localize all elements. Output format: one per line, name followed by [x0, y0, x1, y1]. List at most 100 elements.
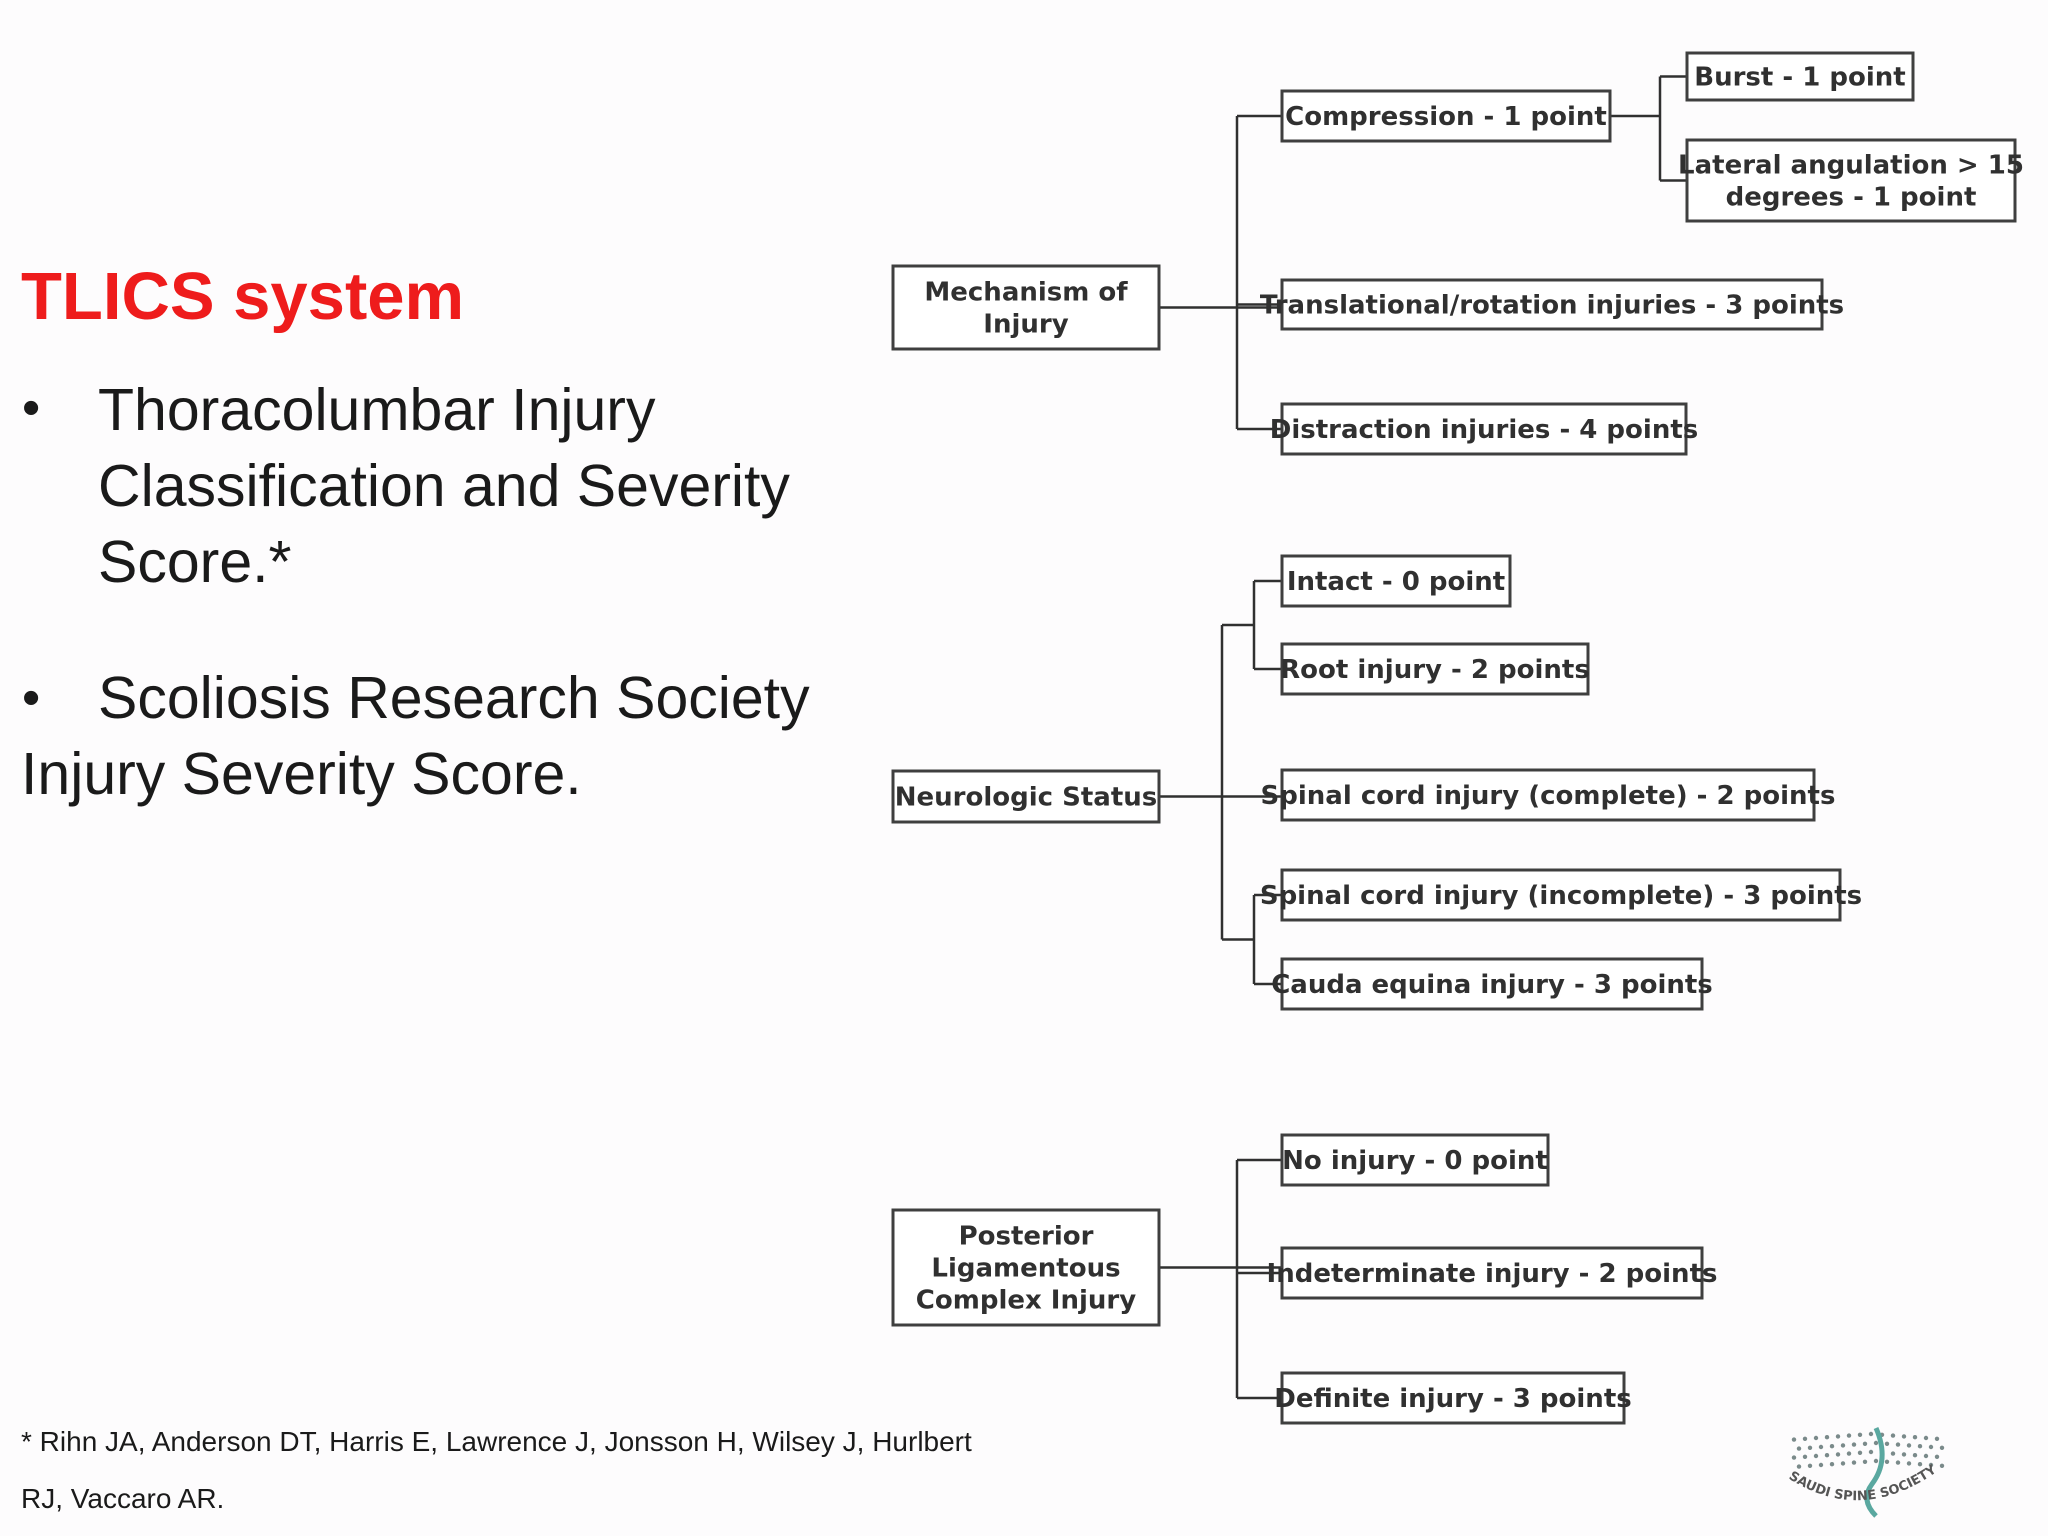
logo-dot-pattern [1791, 1431, 1945, 1469]
logo-dot [1857, 1450, 1863, 1455]
node-label: Intact - 0 point [1287, 567, 1505, 597]
node-cord-incomplete: Spinal cord injury (incomplete) - 3 poin… [1260, 868, 1862, 922]
node-label: Compression - 1 point [1285, 102, 1607, 132]
node-translational: Translational/rotation injuries - 3 poin… [1260, 278, 1844, 331]
bullet-1-line-3: Score.* [98, 529, 292, 595]
logo-dot [1807, 1463, 1813, 1468]
logo-dot [1840, 1443, 1846, 1448]
node-burst: Burst - 1 point [1685, 51, 1915, 102]
node-no-injury: No injury - 0 point [1280, 1133, 1550, 1187]
node-indeterminate: Indeterminate injury - 2 points [1267, 1246, 1717, 1300]
node-label: Distraction injuries - 4 points [1270, 415, 1698, 445]
node-distraction: Distraction injuries - 4 points [1270, 402, 1698, 456]
logo-dot [1791, 1437, 1797, 1442]
node-label: Burst - 1 point [1694, 63, 1905, 93]
logo-dot [1884, 1441, 1890, 1446]
logo-dot [1890, 1433, 1896, 1438]
logo-dot [1934, 1436, 1940, 1441]
svg-text:SAUDI SPINE SOCIETY: SAUDI SPINE SOCIETY [1786, 1462, 1940, 1504]
logo-dot [1939, 1445, 1945, 1450]
logo-dot [1829, 1444, 1835, 1449]
logo-dot [1807, 1445, 1813, 1450]
logo-dot [1846, 1451, 1852, 1456]
logo-dot [1818, 1462, 1824, 1468]
node-label: Neurologic Status [895, 783, 1157, 813]
node-intact: Intact - 0 point [1280, 554, 1512, 608]
slide-title: TLICS system [21, 259, 465, 334]
logo-dot [1901, 1434, 1907, 1439]
bullet-marker: • [22, 669, 41, 727]
node-box [1280, 402, 1688, 456]
logo-spine-mark [1864, 1426, 1885, 1518]
logo-dot [1917, 1462, 1923, 1467]
bullet-marker: • [22, 379, 41, 437]
reference-line-2: RJ, Vaccaro AR. [21, 1483, 225, 1514]
logo-dot [1802, 1454, 1808, 1459]
logo-dot [1851, 1442, 1857, 1447]
node-box [1685, 51, 1915, 102]
logo-dot [1862, 1441, 1868, 1446]
node-box [1280, 1246, 1704, 1300]
node-label: Definite injury - 3 points [1274, 1384, 1631, 1414]
logo-dot [1818, 1444, 1824, 1450]
node-box [891, 1208, 1161, 1327]
logo-dot [1895, 1442, 1901, 1447]
bullet-1-line-2: Classification and Severity [98, 453, 790, 519]
node-label: Translational/rotation injuries - 3 poin… [1260, 291, 1844, 321]
logo-dot [1912, 1435, 1918, 1440]
node-cauda-equina: Cauda equina injury - 3 points [1271, 957, 1713, 1011]
bullet-2-line-2: Injury Severity Score. [21, 741, 582, 807]
logo-dot [1796, 1464, 1802, 1469]
logo-dot [1912, 1453, 1918, 1458]
logo-dot [1824, 1453, 1830, 1458]
node-label: Injury [983, 310, 1068, 340]
logo-dot [1846, 1433, 1852, 1438]
logo-dot [1917, 1444, 1923, 1449]
logo-dot [1868, 1431, 1874, 1437]
logo-dot [1884, 1459, 1890, 1464]
logo-dot [1895, 1460, 1901, 1465]
logo-dot [1813, 1435, 1819, 1441]
logo-dot [1873, 1440, 1879, 1446]
logo-dot [1934, 1454, 1940, 1459]
diagram-connectors [1159, 75, 1687, 1400]
node-box [1685, 138, 2017, 223]
logo-text: SAUDI SPINE SOCIETY [1786, 1462, 1940, 1504]
node-box [891, 769, 1161, 824]
logo-dot [1923, 1453, 1929, 1459]
logo-dot [1796, 1446, 1802, 1451]
node-compression: Compression - 1 point [1280, 89, 1612, 143]
logo-dot [1928, 1444, 1934, 1450]
logo-dot [1851, 1460, 1857, 1465]
node-box [891, 264, 1161, 351]
logo-dot [1901, 1452, 1907, 1457]
logo-dot [1824, 1435, 1830, 1440]
logo-dot [1791, 1455, 1797, 1460]
logo-dot [1840, 1461, 1846, 1466]
node-label: Ligamentous [931, 1254, 1120, 1284]
reference-line-1: * Rihn JA, Anderson DT, Harris E, Lawren… [21, 1426, 972, 1457]
node-label: No injury - 0 point [1282, 1146, 1548, 1176]
logo-dot [1873, 1458, 1879, 1464]
node-box [1280, 768, 1816, 822]
node-label: Complex Injury [916, 1286, 1136, 1316]
node-box [1280, 1371, 1626, 1425]
node-label: Lateral angulation > 15 [1678, 151, 2024, 181]
logo-dot [1906, 1443, 1912, 1448]
logo-dot [1862, 1459, 1868, 1464]
node-box [1280, 642, 1590, 696]
node-root-injury: Root injury - 2 points [1280, 642, 1590, 696]
node-neurologic: Neurologic Status [891, 769, 1161, 824]
node-label: Spinal cord injury (complete) - 2 points [1261, 781, 1836, 811]
node-label: Posterior [959, 1222, 1094, 1252]
bullet-1-line-1: Thoracolumbar Injury [98, 377, 656, 443]
logo-dot [1923, 1435, 1929, 1441]
node-cord-complete: Spinal cord injury (complete) - 2 points [1261, 768, 1836, 822]
node-label: Mechanism of [924, 278, 1128, 308]
node-box [1280, 868, 1842, 922]
logo-dot [1802, 1436, 1808, 1441]
